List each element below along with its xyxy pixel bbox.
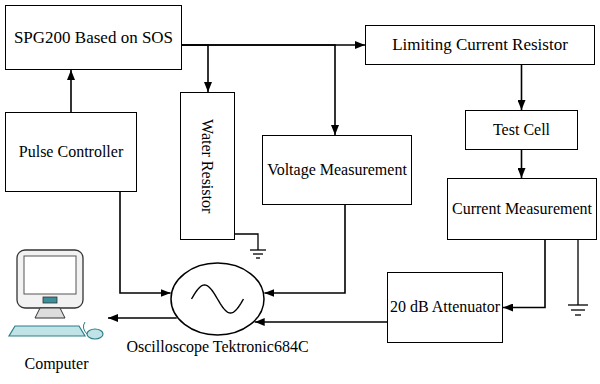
mouse [87,329,103,339]
signal-arrow [120,192,171,293]
resistor-box: Water Resistor [180,92,235,240]
ground-bar [568,304,588,305]
ground-bar [575,314,581,315]
measurement-box: Voltage Measurement [262,135,412,205]
monitor-case [17,250,83,308]
monitor-badge [43,297,57,303]
resistor-box: Limiting Current Resistor [365,25,595,65]
ground-wire [577,240,578,305]
signal-arrow [521,150,523,178]
node-label: Current Measurement [452,200,592,218]
monitor-stand [35,308,65,318]
oscilloscope-outline [170,262,265,336]
signal-arrow [182,45,208,92]
ground-bar [250,249,266,250]
node-label: Test Cell [493,121,550,139]
signal-arrow [255,321,387,323]
signal-arrow [264,205,345,293]
node-label: 20 dB Attenuator [390,298,500,316]
node-label: Limiting Current Resistor [392,35,568,55]
ground-wire [235,234,258,250]
ground-bar [571,309,585,310]
mouse-cable [83,322,87,334]
signal-arrow [521,65,523,110]
attenuator-box: 20 dB Attenuator [387,272,503,343]
oscilloscope-circle: Oscilloscope Tektronic684C [170,262,265,336]
signal-arrow [70,70,72,112]
node-label: Computer [25,355,89,373]
node-label: SPG200 Based on SOS [14,28,173,48]
monitor-screen [24,256,76,294]
node-label: Oscilloscope Tektronic684C [126,338,308,356]
node-label: Pulse Controller [19,143,123,161]
sine-wave [192,285,244,313]
generator-box: SPG200 Based on SOS [5,5,182,70]
ground-bar [256,257,260,258]
test-cell-box: Test Cell [465,110,578,150]
controller-box: Pulse Controller [5,112,137,192]
node-label: Voltage Measurement [267,161,407,179]
node-label: Water Resistor [198,119,216,213]
signal-arrow [503,240,545,308]
signal-arrow [108,317,177,319]
ground-bar [253,253,263,254]
measurement-box: Current Measurement [447,178,597,240]
ground-symbol [568,240,588,315]
oscilloscope-ellipse [171,263,264,335]
computer-drawing [5,248,108,373]
ground-symbol [235,234,266,258]
keyboard [9,326,85,336]
computer-icon: Computer [5,248,108,373]
